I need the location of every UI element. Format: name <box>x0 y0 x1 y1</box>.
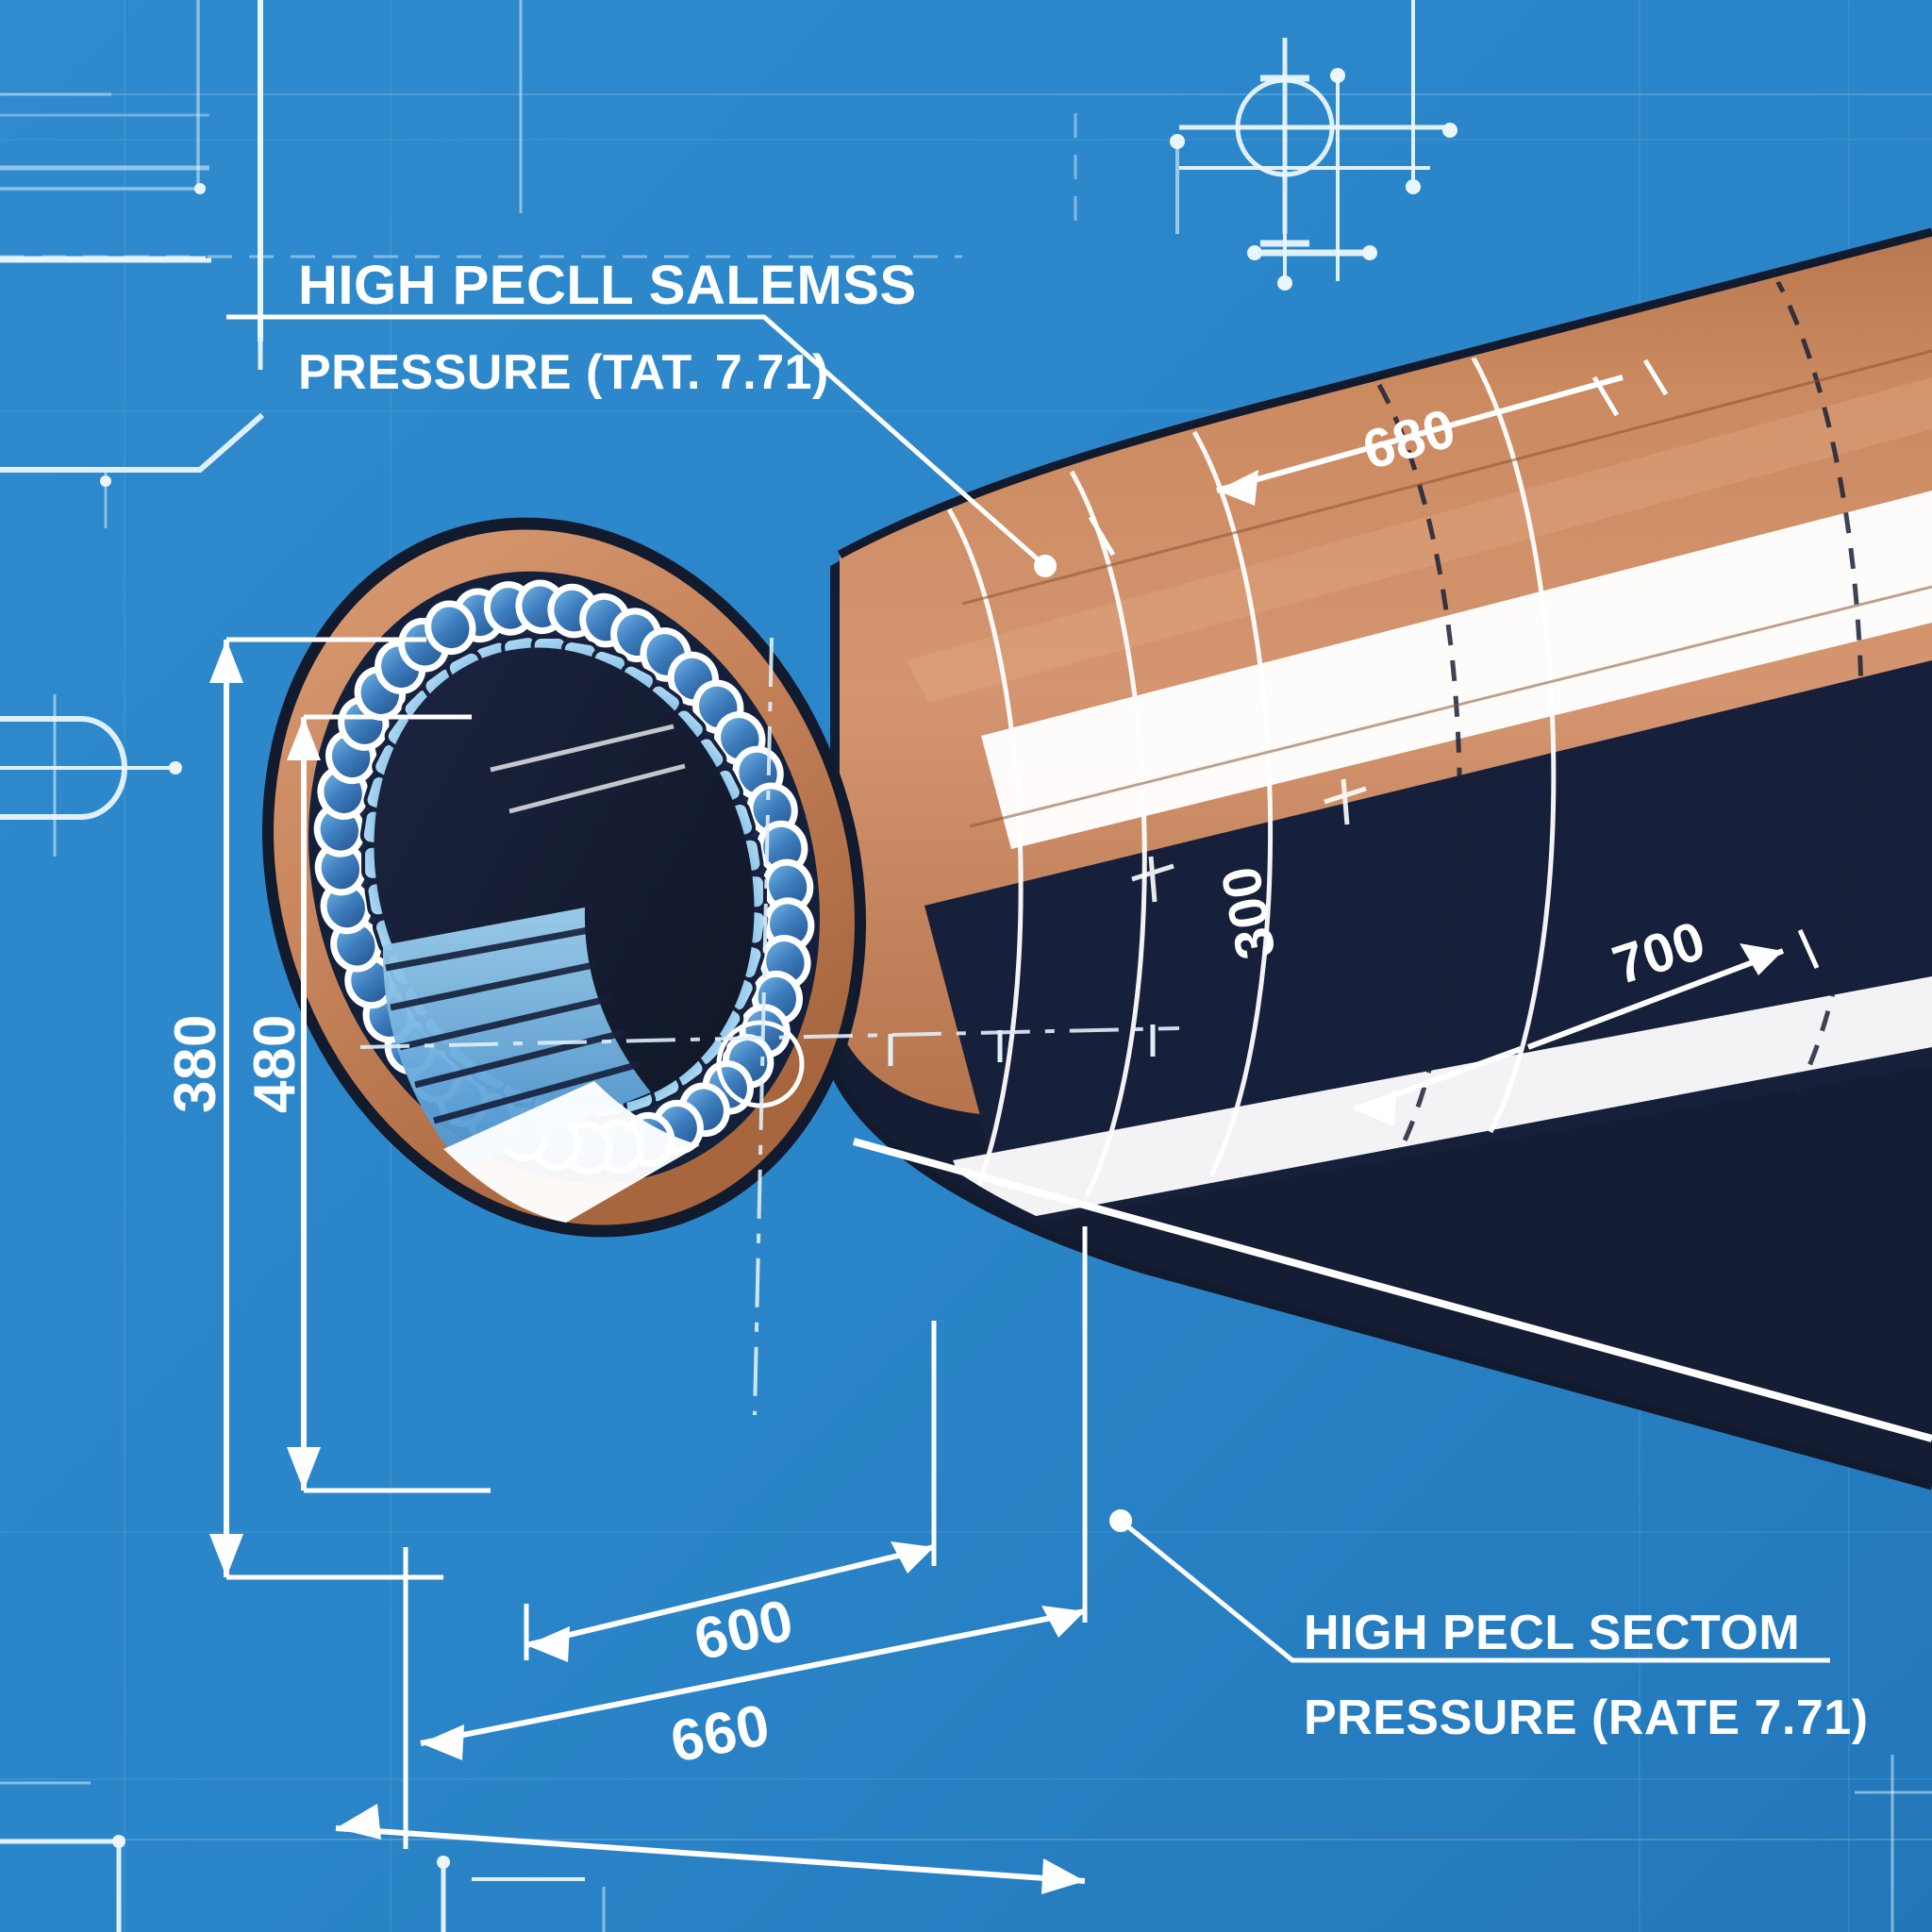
section-tube <box>425 600 476 656</box>
pipe-dimension-lines <box>1088 358 1820 1126</box>
interior-wall-white-stripe <box>443 1081 700 1223</box>
centrelines <box>359 637 1180 1416</box>
right-edge-detail <box>1855 1755 1932 1932</box>
tube-core <box>321 847 360 890</box>
callout-top-left-title: HIGH PECLL SALEMSS <box>298 255 917 316</box>
leader-dot-top-left <box>1034 555 1057 577</box>
bore-highlight-lines <box>490 724 686 814</box>
bottom-left-corner-detail <box>0 1781 125 1932</box>
callout-bottom-right-title: HIGH PECL SECTOM <box>1304 1606 1800 1660</box>
left-dimension-chain <box>209 637 491 1580</box>
bottom-dimension-chain <box>335 1226 1088 1894</box>
pipe-circumferential-rings <box>946 353 1557 1219</box>
leader-bottom-right <box>1119 1519 1830 1663</box>
tube-core <box>768 865 808 908</box>
section-interior-wall <box>382 724 700 1223</box>
crosshair-circle-target <box>1170 0 1457 291</box>
section-tube <box>314 841 367 896</box>
tube-core <box>763 826 802 869</box>
tube-core <box>326 886 365 928</box>
leader-dot-bottom-right <box>1109 1509 1132 1532</box>
dimension-label-480: 480 <box>242 1014 308 1113</box>
pipe-guide-lines <box>961 349 1932 828</box>
interior-wall-ribs <box>385 926 641 1124</box>
callout-bottom-right-subtitle: PRESSURE (RATE 7.71) <box>1304 1690 1869 1745</box>
section-tube <box>761 858 814 914</box>
leader-top-left <box>226 314 1047 568</box>
pipe-lower-white-stripe <box>953 976 1932 1226</box>
tube-core <box>431 607 470 649</box>
bottom-tick-cluster <box>437 1856 606 1932</box>
pipe-sheen <box>906 377 1932 703</box>
pipe-bottom-highlight <box>852 1138 1932 1442</box>
tube-core <box>753 789 791 831</box>
pipe-white-stripe <box>981 491 1932 849</box>
pipe-body-outline <box>825 227 1932 1491</box>
dimension-label-380: 380 <box>163 1014 228 1113</box>
obround-slot-detail <box>0 694 182 857</box>
pipe-body <box>825 227 1932 1491</box>
callout-leaders <box>226 314 1830 1663</box>
callout-top-left-subtitle: PRESSURE (TAT. 7.71) <box>298 345 829 400</box>
tube-core <box>769 904 808 945</box>
pipe-hidden-edge-arcs <box>1376 272 1864 1157</box>
tube-core <box>337 924 375 966</box>
centreline-ticks <box>888 1024 1156 1066</box>
tube-core <box>320 809 359 851</box>
pipe-cross-section <box>261 517 867 1238</box>
